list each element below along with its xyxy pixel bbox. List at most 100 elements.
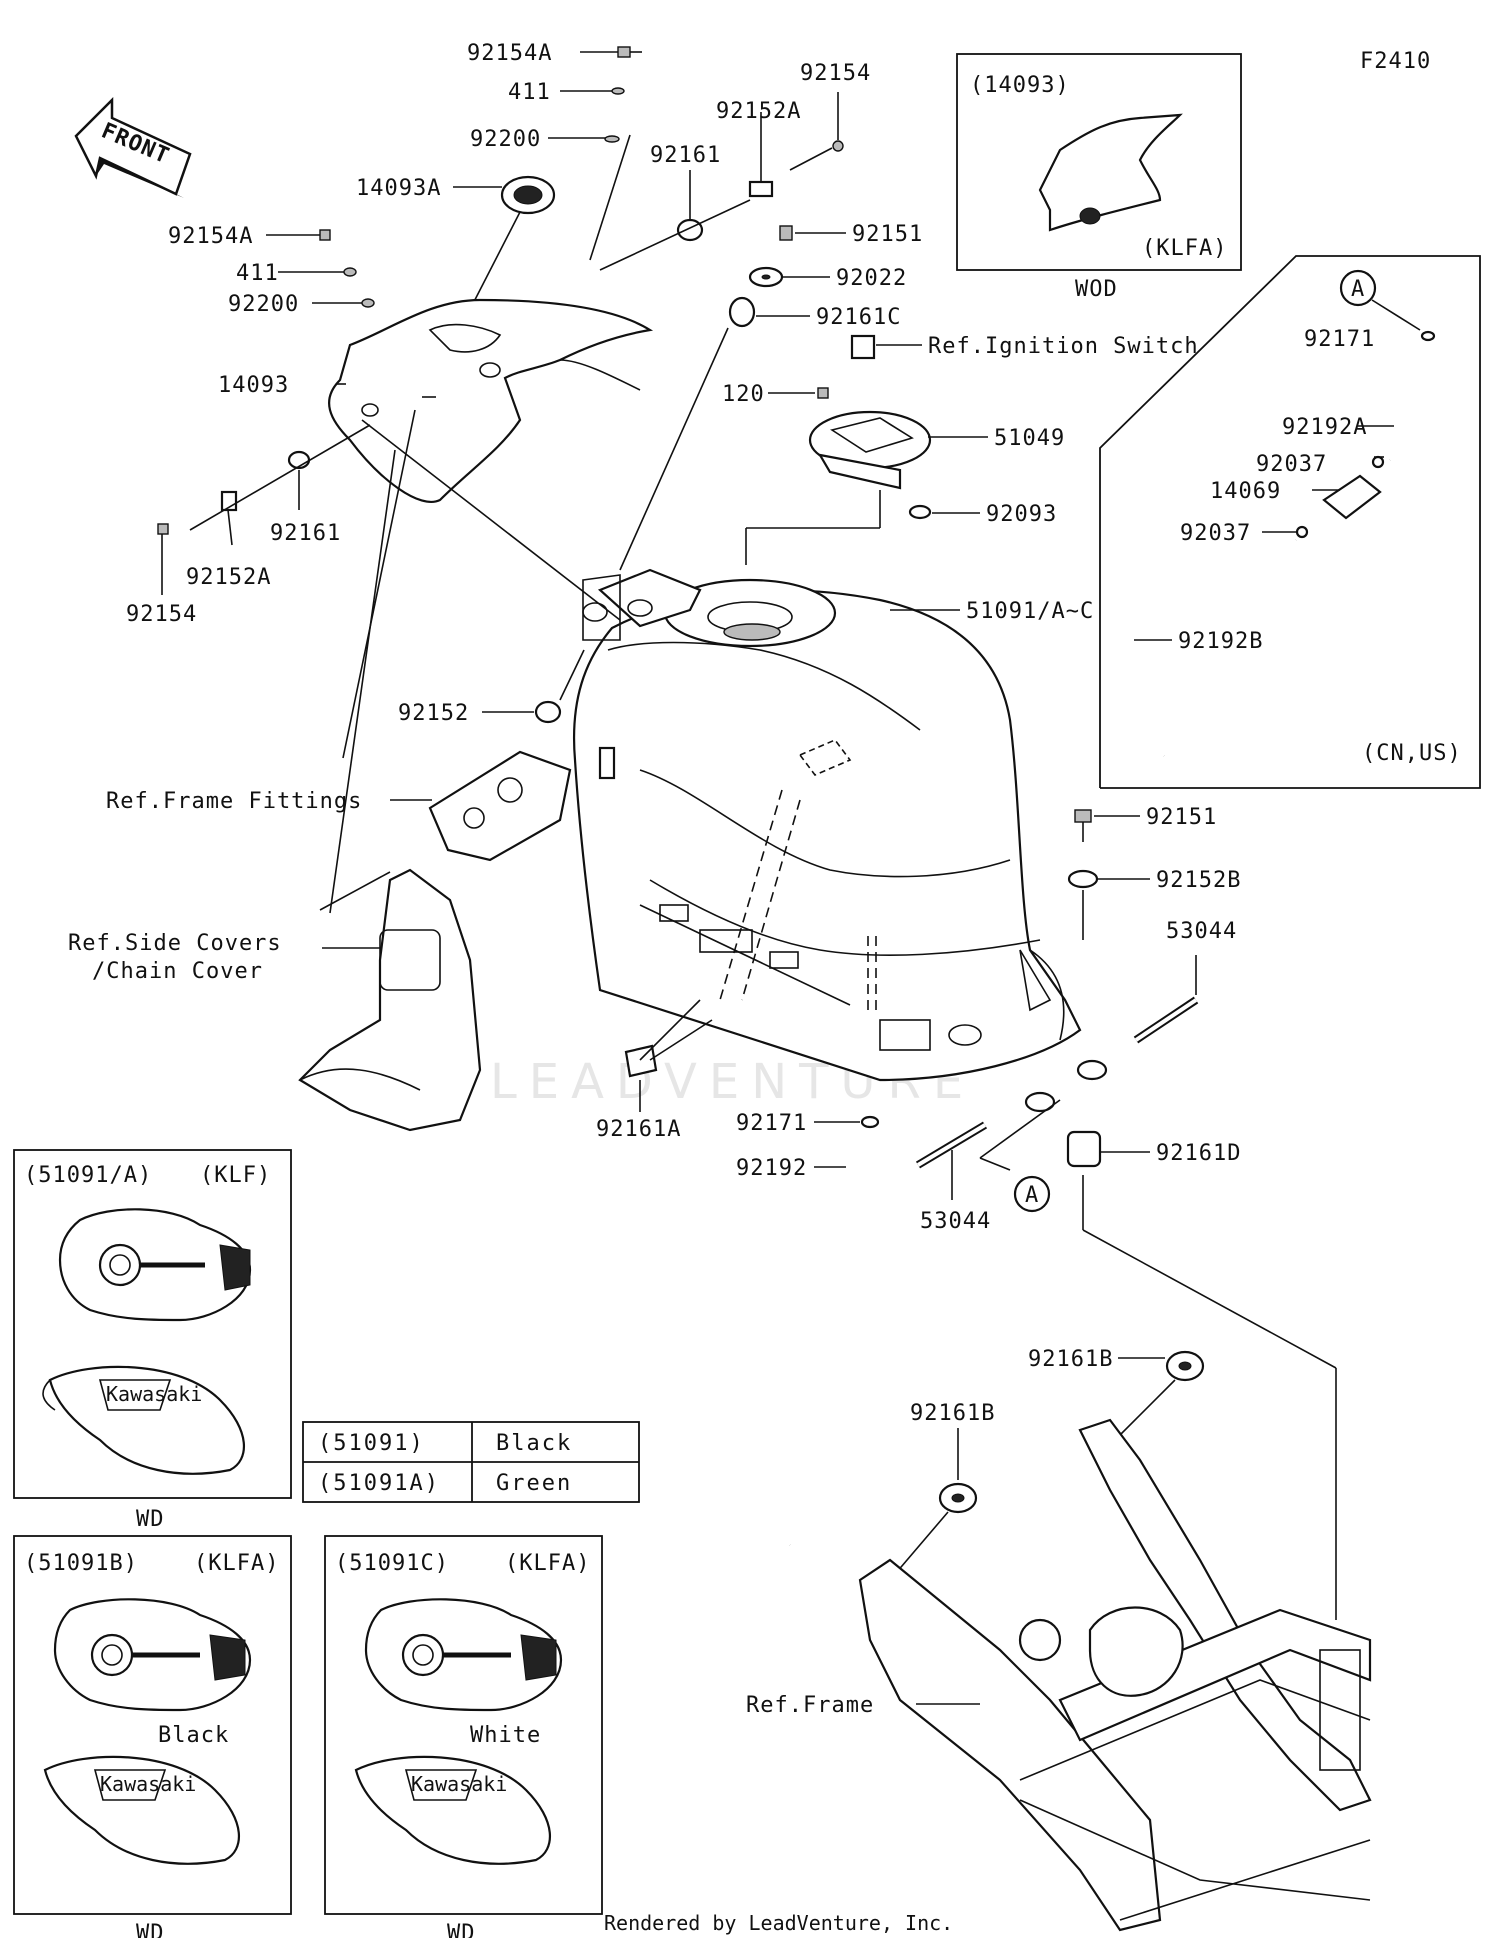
- inset-tank-c-variant: (KLFA): [505, 1551, 590, 1576]
- washer-92200-top: [548, 135, 620, 143]
- inset-tank-b-badge: Kawasaki: [100, 1772, 196, 1796]
- screw-92154-right: [789, 92, 844, 171]
- inset-tank-a: (51091/A) (KLF) Kawasaki WD: [13, 1149, 292, 1532]
- inset-cnus-region: (CN,US): [1362, 741, 1462, 766]
- callout-92093: 92093: [986, 502, 1057, 527]
- callout-92154a-top: 92154A: [467, 41, 552, 66]
- callout-92037-lower: 92037: [1180, 521, 1251, 546]
- callout-92161-right: 92161: [650, 143, 721, 168]
- inset-wod-caption: WOD: [1075, 277, 1118, 302]
- inset-tank-c-color: White: [470, 1723, 541, 1748]
- callout-14093a: 14093A: [356, 176, 441, 201]
- inset-tank-c-badge: Kawasaki: [411, 1772, 507, 1796]
- callout-411-left: 411: [236, 261, 279, 286]
- rod-53044-right: [1133, 955, 1199, 1044]
- fuel-tank-51091: [572, 568, 1108, 1113]
- callout-92152b: 92152B: [1156, 868, 1241, 893]
- rod-53044-low: [915, 1099, 1061, 1200]
- callout-14069: 14069: [1210, 479, 1281, 504]
- callout-92192: 92192: [736, 1156, 807, 1181]
- cover-14093: [328, 134, 654, 503]
- cap-14093a: [453, 175, 556, 326]
- callout-92161a: 92161A: [596, 1117, 681, 1142]
- callout-frame-fittings: Ref.Frame Fittings: [106, 789, 362, 814]
- ref-marker-a-lower-text: A: [1025, 1183, 1039, 1208]
- callout-92152a-left: 92152A: [186, 565, 271, 590]
- ref-marker-a-lower: A: [1013, 1175, 1051, 1213]
- collar-92152a-left: [189, 424, 371, 546]
- callout-92192b: 92192B: [1178, 629, 1263, 654]
- washer-92022: [748, 266, 830, 288]
- nut-411-left: [278, 267, 357, 277]
- callout-51049: 51049: [994, 426, 1065, 451]
- callout-92171-lower: 92171: [736, 1111, 807, 1136]
- nut-411-top: [560, 87, 625, 95]
- callout-92161d: 92161D: [1156, 1141, 1241, 1166]
- callout-92154-left: 92154: [126, 602, 197, 627]
- callout-chain-cover: /Chain Cover: [92, 959, 263, 984]
- ignition-switch-ref: [850, 334, 922, 360]
- callout-53044-low: 53044: [920, 1209, 991, 1234]
- inset-tank-c: (51091C) (KLFA) Kawasaki White WD: [324, 1535, 603, 1938]
- callout-92152: 92152: [398, 701, 469, 726]
- callout-92200-left: 92200: [228, 292, 299, 317]
- screw-92154a-top: [580, 46, 642, 58]
- inset-wod: (14093) (KLFA) WOD: [956, 53, 1242, 302]
- screw-120: [768, 387, 829, 399]
- hose-92192: [707, 1115, 894, 1547]
- callout-51091: 51091/A~C: [966, 599, 1094, 624]
- callout-92154-right: 92154: [800, 61, 871, 86]
- callout-92192a: 92192A: [1282, 415, 1367, 440]
- frame-ref: [858, 1418, 1372, 1932]
- color-table-part-2: (51091A): [318, 1471, 440, 1496]
- inset-tank-c-caption: WD: [447, 1921, 476, 1938]
- callout-ignition-switch: Ref.Ignition Switch: [928, 334, 1199, 359]
- footer-credit: Rendered by LeadVenture, Inc.: [604, 1911, 953, 1935]
- grommet-92161b-lower: [889, 1428, 978, 1581]
- inset-tank-b-variant: (KLFA): [194, 1551, 279, 1576]
- inset-wod-variant: (KLFA): [1142, 236, 1227, 261]
- screw-92154a-left: [266, 229, 331, 241]
- fuel-cap-51049: [808, 410, 988, 490]
- callout-92037-upper: 92037: [1256, 452, 1327, 477]
- inset-tank-a-badge: Kawasaki: [106, 1382, 202, 1406]
- callout-92151-right: 92151: [1146, 805, 1217, 830]
- figure-id: F2410: [1360, 49, 1431, 74]
- inset-tank-a-header: (51091/A): [24, 1163, 152, 1188]
- color-table-color-2: Green: [496, 1471, 572, 1496]
- collar-92152: [482, 649, 585, 724]
- callout-92152a-right: 92152A: [716, 99, 801, 124]
- callout-411-top: 411: [508, 80, 551, 105]
- callout-92161b-upper: 92161B: [1028, 1347, 1113, 1372]
- frame-fittings-ref: [390, 750, 572, 862]
- inset-tank-b-color: Black: [158, 1723, 229, 1748]
- callout-92171-upper: 92171: [1304, 327, 1375, 352]
- color-table: (51091) Black (51091A) Green: [302, 1421, 640, 1503]
- callout-92200-top: 92200: [470, 127, 541, 152]
- grommet-92161c: [619, 296, 810, 571]
- collar-92152b: [1067, 869, 1150, 940]
- color-table-color-1: Black: [496, 1431, 572, 1456]
- callout-120: 120: [722, 382, 765, 407]
- grommet-92161d: [1066, 1130, 1337, 1620]
- callout-53044-right: 53044: [1166, 919, 1237, 944]
- callout-92161-left: 92161: [270, 521, 341, 546]
- inset-tank-b-header: (51091B): [24, 1551, 138, 1576]
- inset-tank-b: (51091B) (KLFA) Kawasaki Black WD: [13, 1535, 292, 1938]
- ref-marker-a-upper-text: A: [1351, 277, 1365, 302]
- callout-92154a-left: 92154A: [168, 224, 253, 249]
- grommet-92161b-upper: [1114, 1350, 1205, 1441]
- screw-92154-left: [157, 523, 169, 595]
- inset-tank-a-caption: WD: [136, 1507, 165, 1532]
- callout-92151-top: 92151: [852, 222, 923, 247]
- seal-92093: [908, 504, 980, 520]
- inset-tank-c-header: (51091C): [335, 1551, 449, 1576]
- front-arrow-icon: FRONT: [74, 96, 192, 198]
- callout-92022: 92022: [836, 266, 907, 291]
- inset-wod-header: (14093): [970, 73, 1070, 98]
- side-cover-ref: [298, 868, 482, 1132]
- washer-92200-left: [312, 298, 375, 308]
- callout-92161b-lower: 92161B: [910, 1401, 995, 1426]
